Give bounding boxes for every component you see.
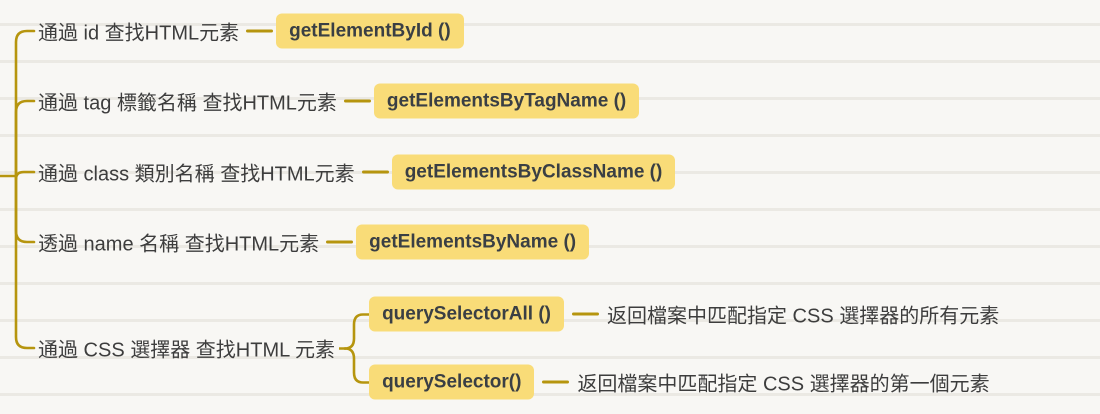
branch-label[interactable]: 通過 class 類別名稱 查找HTML元素 <box>38 163 355 186</box>
branch-label[interactable]: 通過 CSS 選擇器 查找HTML 元素 <box>38 339 336 362</box>
branch-row-class: 通過 class 類別名稱 查找HTML元素 getElementsByClas… <box>34 154 676 190</box>
branch-row-css-selector: 通過 CSS 選擇器 查找HTML 元素 querySelectorAll ()… <box>34 296 1000 400</box>
method-node[interactable]: querySelector() <box>369 364 535 400</box>
connector-dash <box>246 29 274 33</box>
branch-row-name: 透過 name 名稱 查找HTML元素 getElementsByName () <box>34 224 590 260</box>
child-row-queryselector: querySelector() 返回檔案中匹配指定 CSS 選擇器的第一個元素 <box>369 364 999 400</box>
description-label[interactable]: 返回檔案中匹配指定 CSS 選擇器的第一個元素 <box>577 373 990 396</box>
branch-row-tag: 通過 tag 標籤名稱 查找HTML元素 getElementsByTagNam… <box>34 83 640 119</box>
connector-dash <box>542 380 570 384</box>
connector-dash <box>572 312 599 316</box>
connector-dash <box>361 170 389 174</box>
branch-label[interactable]: 通過 tag 標籤名稱 查找HTML元素 <box>38 92 337 115</box>
description-label[interactable]: 返回檔案中匹配指定 CSS 選擇器的所有元素 <box>607 305 1000 328</box>
method-node[interactable]: getElementById () <box>276 13 464 49</box>
child-row-queryselectorall: querySelectorAll () 返回檔案中匹配指定 CSS 選擇器的所有… <box>369 296 1000 332</box>
css-selector-children: querySelectorAll () 返回檔案中匹配指定 CSS 選擇器的所有… <box>369 296 1000 400</box>
connector-dash <box>326 240 354 244</box>
method-node[interactable]: querySelectorAll () <box>369 296 564 332</box>
branch-row-id: 通過 id 查找HTML元素 getElementById () <box>34 13 464 49</box>
fork-connector <box>339 312 370 384</box>
method-node[interactable]: getElementsByTagName () <box>373 83 640 119</box>
branch-label[interactable]: 透過 name 名稱 查找HTML元素 <box>38 233 320 256</box>
method-node[interactable]: getElementsByName () <box>356 224 590 260</box>
connector-dash <box>343 99 371 103</box>
branch-label[interactable]: 通過 id 查找HTML元素 <box>38 22 240 45</box>
method-node[interactable]: getElementsByClassName () <box>391 154 676 190</box>
